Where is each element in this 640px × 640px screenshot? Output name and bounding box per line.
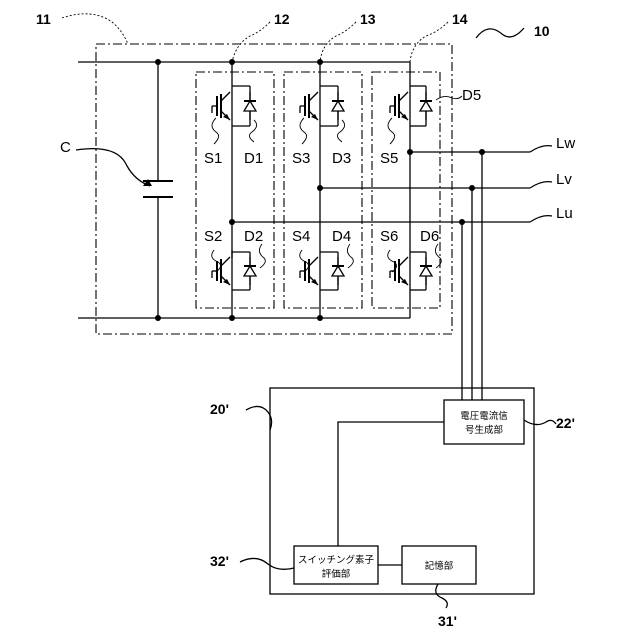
- s1-leader: [212, 118, 219, 144]
- diode-d6-label: D6: [420, 228, 439, 245]
- diode-d3-symbol: [332, 92, 344, 120]
- d2-leader: [259, 244, 265, 268]
- igbt-s1-symbol: [212, 92, 230, 120]
- capacitor-leader: [76, 149, 150, 186]
- leg-w-boundary: [196, 72, 274, 308]
- switch-s3-label: S3: [292, 150, 310, 167]
- switch-s6-label: S6: [380, 228, 398, 245]
- switch-s4-label: S4: [292, 228, 310, 245]
- capacitor-label: C: [60, 139, 71, 156]
- evaluation-block-line2: 評価部: [322, 568, 351, 580]
- igbt-s2-symbol: [212, 257, 230, 285]
- switch-s2-label: S2: [204, 228, 222, 245]
- bus-dot: [155, 315, 161, 321]
- ref-22-leader: [524, 420, 556, 425]
- memory-block-label: 記憶部: [425, 560, 454, 572]
- ref-22-label: 22': [556, 415, 575, 431]
- diode-d5-label: D5: [462, 87, 481, 104]
- diode-d1-symbol: [244, 92, 256, 120]
- igbt-s5-symbol: [390, 92, 408, 120]
- diode-d6-symbol: [420, 257, 432, 285]
- ref-20-leader: [246, 406, 272, 430]
- d4-leader: [347, 244, 353, 268]
- ref-10-leader: [476, 28, 524, 38]
- junction-dot: [229, 219, 235, 225]
- ref-11-leader: [62, 14, 128, 44]
- ref-10-label: 10: [534, 23, 550, 39]
- switch-s1-label: S1: [204, 150, 222, 167]
- ref-12-label: 12: [274, 11, 290, 27]
- sense-wires: [462, 152, 482, 400]
- lv-tail: [530, 182, 552, 188]
- diode-d1-label: D1: [244, 150, 263, 167]
- ref-32-label: 32': [210, 553, 229, 569]
- signal-block-line2: 号生成部: [465, 424, 503, 436]
- line-lu-label: Lu: [556, 205, 573, 222]
- diode-d2-symbol: [244, 257, 256, 285]
- ref-13-leader: [320, 22, 356, 62]
- line-lv-label: Lv: [556, 171, 572, 188]
- ref-32-leader: [240, 558, 294, 569]
- ref-31-leader: [436, 584, 448, 608]
- lw-tail: [530, 146, 552, 152]
- diode-d4-symbol: [332, 257, 344, 285]
- leg-v-boundary: [284, 72, 362, 308]
- diode-d5-symbol: [420, 92, 432, 120]
- junction-dot: [407, 149, 413, 155]
- ref-14-leader: [410, 22, 448, 62]
- ref-14-label: 14: [452, 11, 468, 27]
- ref-11-label: 11: [36, 11, 51, 27]
- bus-dot: [155, 59, 161, 65]
- switch-s5-label: S5: [380, 150, 398, 167]
- voltage-current-signal-block: [444, 400, 524, 444]
- s5-leader: [388, 118, 395, 144]
- signal-block-line1: 電圧電流信: [460, 410, 508, 422]
- evaluation-block-line1: スイッチング素子: [298, 554, 375, 566]
- bus-dot: [317, 315, 323, 321]
- signal-to-evaluation-wire: [338, 422, 444, 546]
- ref-20-label: 20': [210, 401, 229, 417]
- ref-12-leader: [232, 22, 270, 62]
- ref-31-label: 31': [438, 613, 457, 629]
- igbt-s4-symbol: [300, 257, 318, 285]
- ref-13-label: 13: [360, 11, 376, 27]
- diode-d2-label: D2: [244, 228, 263, 245]
- junction-dot: [317, 185, 323, 191]
- diode-d3-label: D3: [332, 150, 351, 167]
- line-lw-label: Lw: [556, 135, 575, 152]
- igbt-s3-symbol: [300, 92, 318, 120]
- lu-tail: [530, 216, 552, 222]
- s3-leader: [300, 118, 307, 144]
- diode-d4-label: D4: [332, 228, 351, 245]
- bus-dot: [229, 315, 235, 321]
